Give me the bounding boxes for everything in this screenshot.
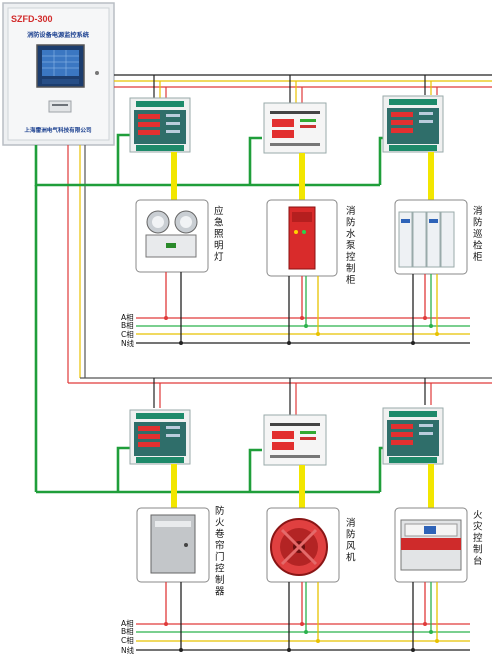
monitor-module	[263, 102, 327, 154]
label-fire-control-console: 火灾控制台	[473, 510, 483, 567]
label-fire-pump-cabinet: 消防水泵控制柜	[346, 205, 356, 286]
label-emergency-light: 应急照明灯	[214, 205, 224, 263]
equipment-shutter-door-controller	[136, 507, 210, 583]
monitor-module	[129, 409, 191, 465]
label-fire-inspection-cabinet: 消防巡检柜	[473, 205, 483, 263]
top-bus-nodes	[164, 316, 439, 345]
cabinet-printer	[48, 100, 72, 113]
cabinet-lock-icon	[95, 71, 99, 75]
top-phase-labels: A相 B相 C相 N线	[121, 312, 135, 348]
equipment-fire-fan	[266, 507, 340, 583]
phase-label-c: C相	[121, 635, 134, 645]
top-comm-bus	[34, 133, 386, 492]
phase-label-a: A相	[121, 618, 134, 628]
monitor-module	[382, 95, 444, 153]
phase-label-a: A相	[121, 312, 134, 322]
bottom-comm-bus	[36, 446, 386, 494]
bottom-phase-labels: A相 B相 C相 N线	[121, 618, 135, 655]
phase-label-n: N线	[121, 338, 135, 348]
top-phase-bus	[136, 272, 470, 344]
monitor-cabinet: SZFD-300 消防设备电源监控系统 上海雷洲电气科技有限公司	[2, 2, 115, 146]
label-fire-fan: 消防风机	[346, 517, 356, 564]
label-shutter-door-controller: 防火卷帘门控制器	[215, 505, 225, 598]
equipment-fire-control-console	[394, 507, 468, 583]
bottom-feed-cables	[171, 464, 434, 508]
equipment-emergency-light	[135, 199, 209, 273]
cabinet-model: SZFD-300	[11, 14, 53, 24]
monitor-module	[382, 407, 444, 465]
phase-label-n: N线	[121, 645, 135, 655]
equipment-fire-pump-cabinet	[266, 199, 338, 277]
bottom-feeders	[153, 378, 432, 415]
monitor-module	[263, 414, 327, 466]
phase-label-b: B相	[121, 320, 134, 330]
phase-label-b: B相	[121, 626, 134, 636]
cabinet-system-name: 消防设备电源监控系统	[27, 31, 90, 39]
cabinet-company: 上海雷洲电气科技有限公司	[24, 126, 92, 134]
top-equipment-labels: 应急照明灯 消防水泵控制柜 消防巡检柜	[214, 205, 483, 286]
bottom-equipment-labels: 防火卷帘门控制器 消防风机 火灾控制台	[215, 505, 483, 598]
bottom-phase-bus	[136, 582, 470, 651]
bottom-bus-nodes	[164, 622, 439, 652]
phase-label-c: C相	[121, 329, 134, 339]
top-feed-cables	[171, 152, 434, 200]
monitor-module	[129, 97, 191, 153]
equipment-fire-inspection-cabinet	[394, 199, 468, 275]
screen-grid	[42, 50, 79, 76]
